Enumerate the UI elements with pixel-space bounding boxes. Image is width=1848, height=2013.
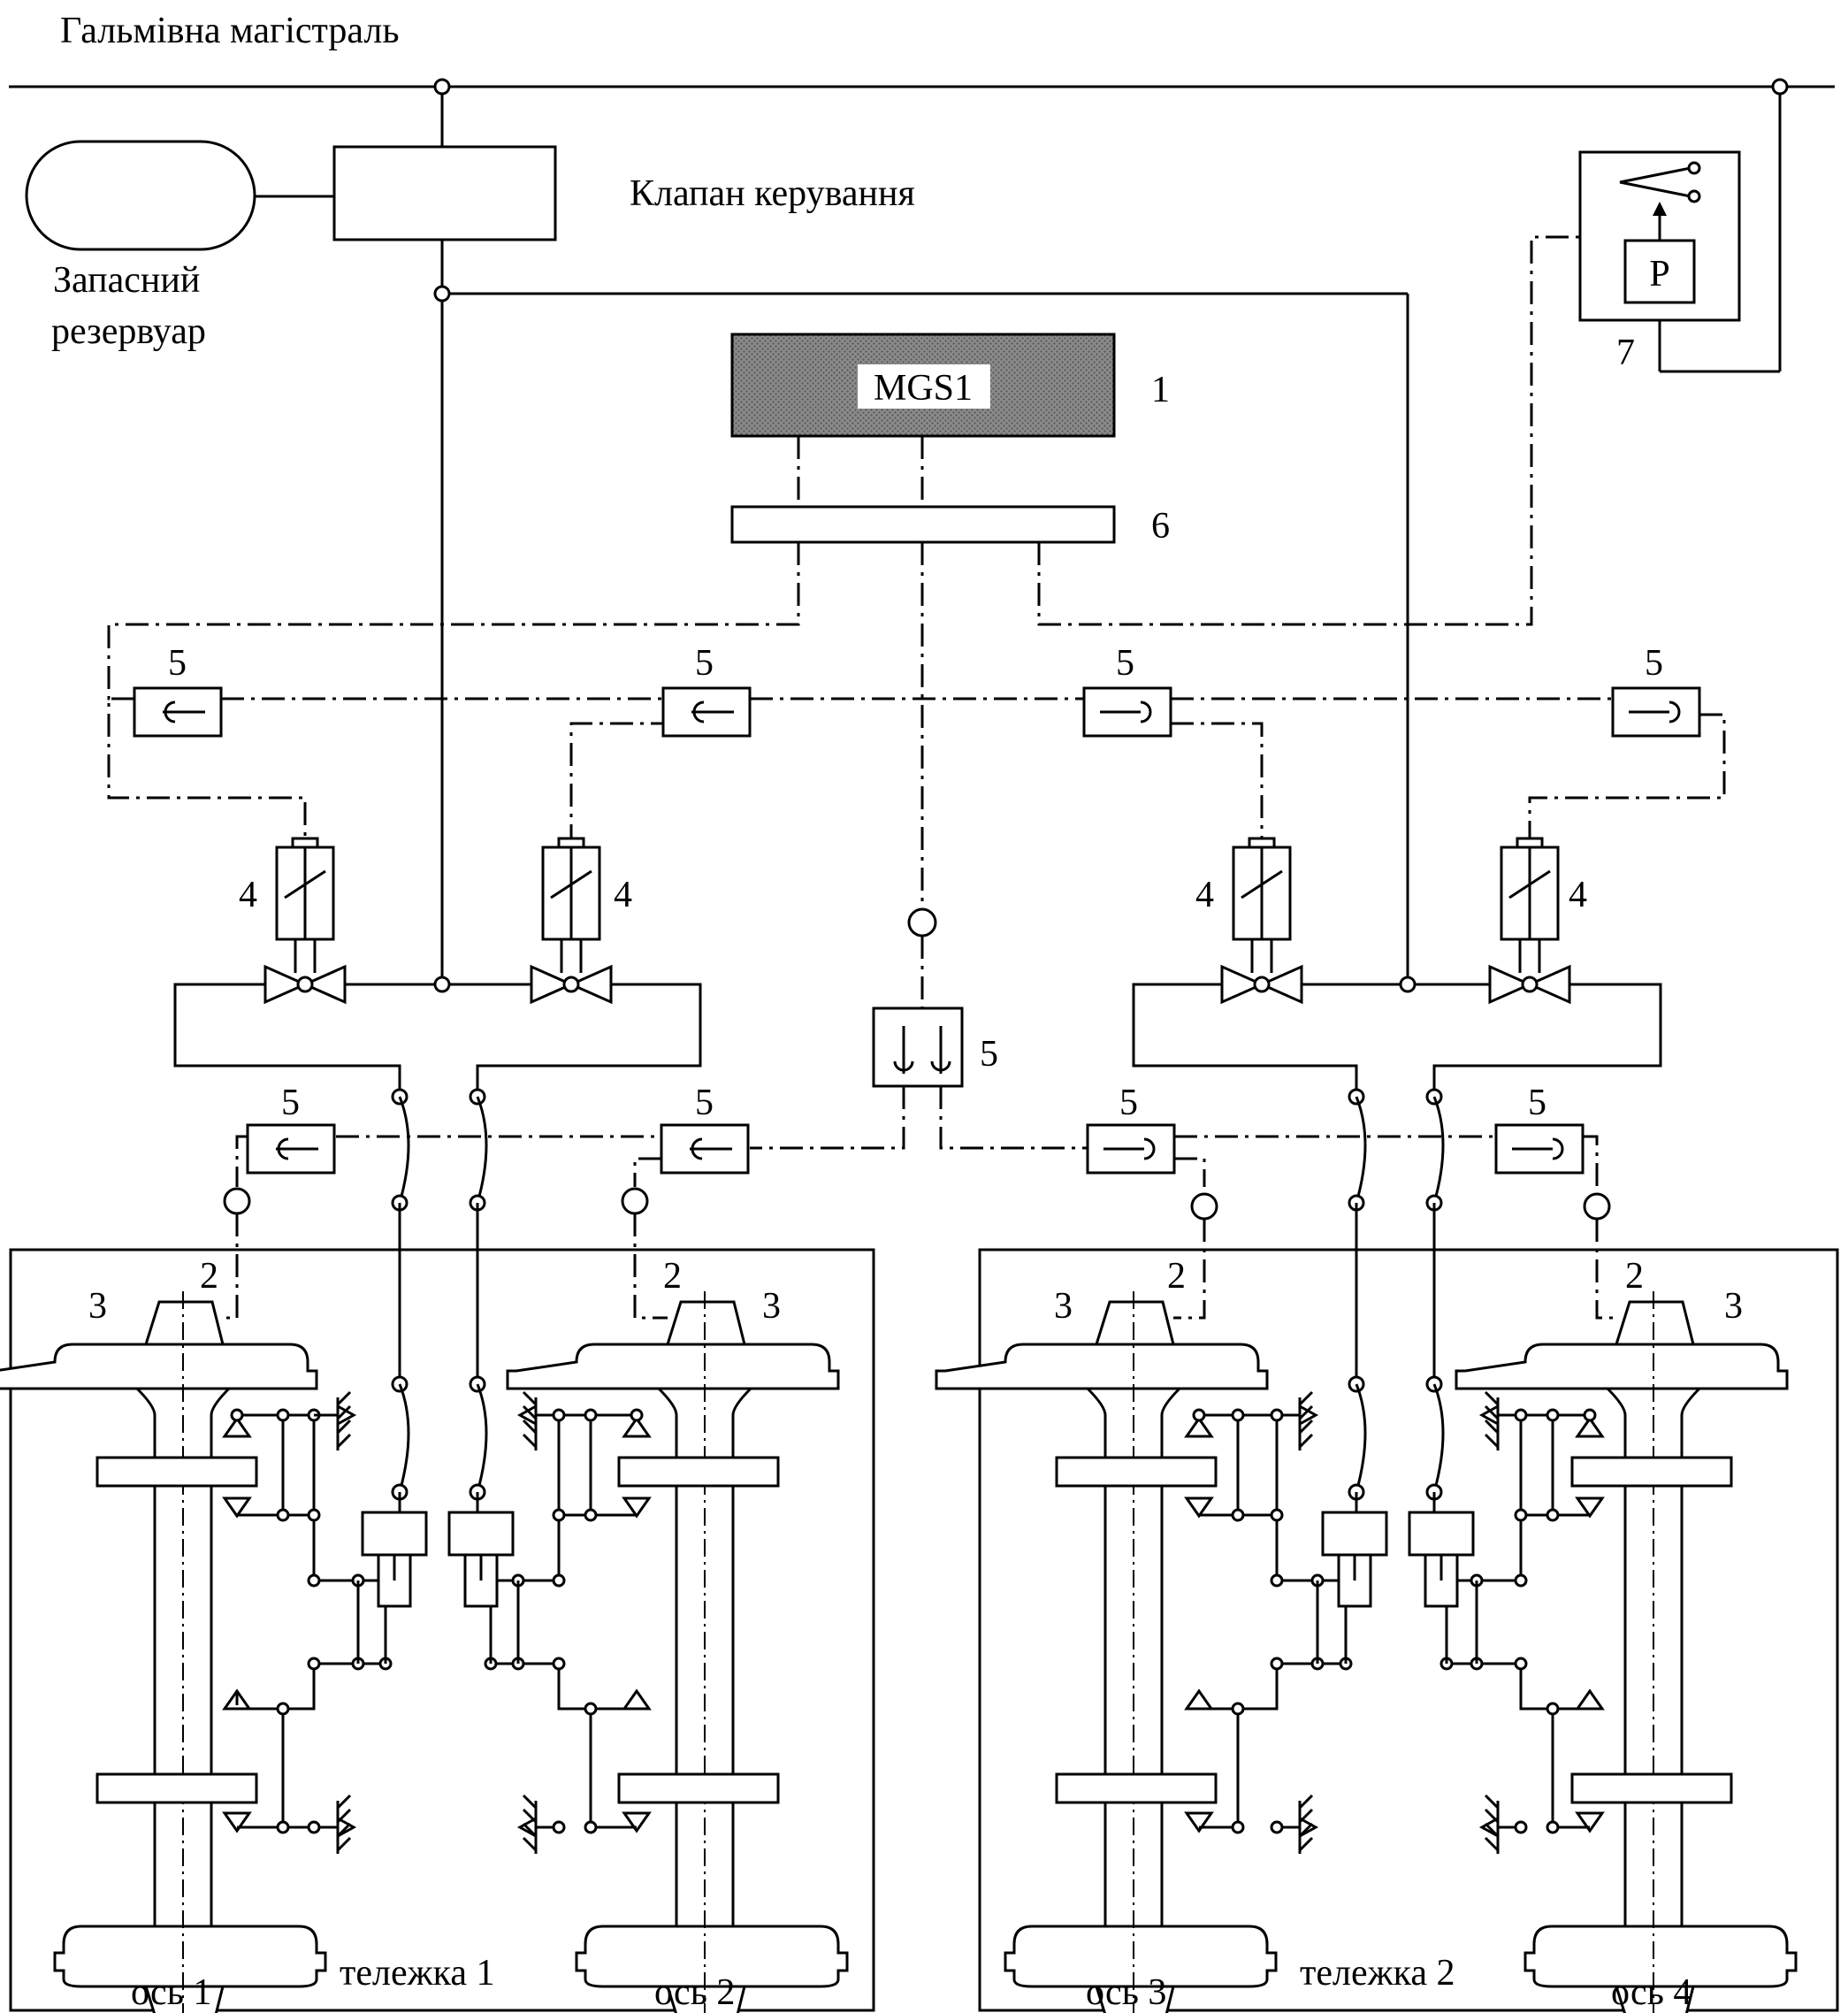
- num-2-b: 2: [663, 1256, 682, 1297]
- amplifier-5-upper-4: [1611, 686, 1701, 738]
- num-5-lower-2: 5: [695, 1083, 714, 1123]
- num-5-upper-4: 5: [1645, 643, 1663, 684]
- axle-2: [506, 1291, 849, 2013]
- solenoid-valve-4-3: [1220, 837, 1303, 1005]
- num-3-a: 3: [88, 1286, 107, 1327]
- num-5-upper-3: 5: [1116, 643, 1134, 684]
- num-1: 1: [1151, 370, 1170, 410]
- speed-sensor-3: [1190, 1192, 1218, 1221]
- num-7: 7: [1616, 333, 1635, 373]
- control-valve-label: Клапан керування: [630, 173, 915, 214]
- flexible-hoses: [391, 1088, 1445, 1501]
- axle-4-label: ось 4: [1611, 1972, 1691, 2013]
- amplifier-5-lower-4: [1494, 1123, 1585, 1175]
- brake-main-label: Гальмівна магістраль: [60, 11, 400, 51]
- axle-3: [935, 1291, 1278, 2013]
- amplifier-5-upper-3: [1082, 686, 1172, 738]
- num-3-d: 3: [1724, 1286, 1743, 1327]
- controller-mgs1-label: MGS1: [874, 368, 973, 409]
- amplifier-5-lower-1: [246, 1123, 336, 1175]
- num-5-lower-1: 5: [281, 1083, 300, 1123]
- num-2-a: 2: [200, 1256, 218, 1297]
- num-4-2: 4: [614, 875, 632, 915]
- amplifier-5-upper-2: [661, 686, 752, 738]
- amplifier-5-lower-3: [1086, 1123, 1176, 1175]
- speed-sensor-2: [621, 1187, 649, 1215]
- speed-sensor-1: [223, 1187, 251, 1215]
- reserve-tank: [25, 140, 256, 251]
- axle-1: [0, 1291, 327, 2013]
- num-2-c: 2: [1167, 1256, 1186, 1297]
- amplifier-5-lower-2: [660, 1123, 750, 1175]
- num-3-b: 3: [762, 1286, 781, 1327]
- num-5-lower-3: 5: [1119, 1083, 1138, 1123]
- bogie-1-frame: [9, 1248, 875, 2012]
- amplifier-5-center: [872, 1006, 964, 1088]
- num-4-4: 4: [1569, 875, 1587, 915]
- axle-3-label: ось 3: [1086, 1972, 1166, 2013]
- solenoid-valve-4-1: [263, 837, 347, 1005]
- brake-rigging-2: [447, 1390, 652, 1854]
- reserve-tank-label-2: резервуар: [51, 311, 206, 352]
- num-5-center: 5: [980, 1034, 998, 1075]
- brake-rigging-4: [1408, 1390, 1605, 1854]
- num-5-lower-4: 5: [1528, 1083, 1546, 1123]
- axle-1-label: ось 1: [131, 1972, 211, 2013]
- speed-sensor-4: [1583, 1192, 1611, 1221]
- brake-rigging-1: [222, 1390, 428, 1854]
- solenoid-valve-4-4: [1488, 837, 1571, 1005]
- pressure-switch-label: P: [1649, 254, 1669, 295]
- num-4-3: 4: [1195, 875, 1214, 915]
- solenoid-valve-4-2: [530, 837, 613, 1005]
- axle-2-label: ось 2: [654, 1972, 735, 2013]
- control-valve: [332, 145, 557, 241]
- bogie-2-frame: [978, 1248, 1839, 2012]
- speed-sensor-center: [907, 907, 937, 938]
- reserve-tank-label-1: Запасний: [53, 260, 200, 301]
- bogie-1-label: тележка 1: [340, 1953, 495, 1994]
- brake-rigging-3: [1184, 1390, 1388, 1854]
- num-4-1: 4: [239, 875, 257, 915]
- axle-4: [1455, 1291, 1798, 2013]
- num-5-upper-1: 5: [168, 643, 187, 684]
- num-6: 6: [1151, 506, 1170, 547]
- bogie-2-label: тележка 2: [1300, 1953, 1455, 1994]
- amplifier-5-upper-1: [133, 686, 223, 738]
- num-3-c: 3: [1054, 1286, 1073, 1327]
- num-2-d: 2: [1625, 1256, 1644, 1297]
- bus-6: [730, 505, 1116, 544]
- num-5-upper-2: 5: [695, 643, 714, 684]
